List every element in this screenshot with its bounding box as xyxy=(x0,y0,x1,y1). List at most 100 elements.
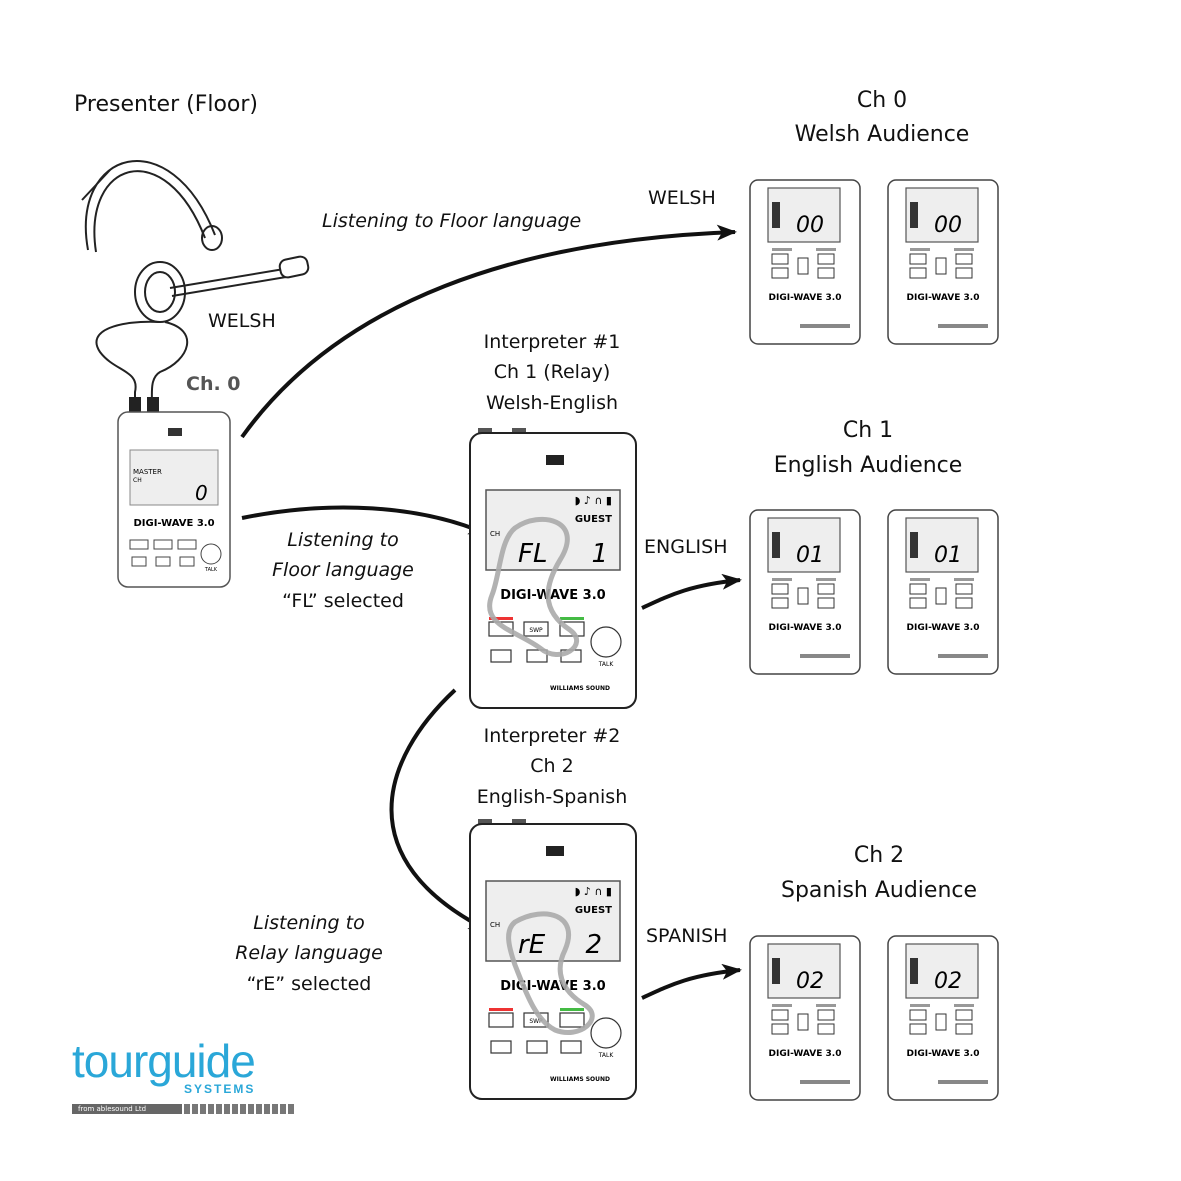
receiver-divider xyxy=(910,248,930,251)
receiver-down-button[interactable] xyxy=(771,597,789,609)
receiver-maker-mark xyxy=(938,1080,988,1084)
receiver-vol-down-button[interactable] xyxy=(817,597,835,609)
battery-icon xyxy=(772,202,780,228)
receiver-vol-down-button[interactable] xyxy=(817,1023,835,1035)
int2-talk-button[interactable] xyxy=(590,1017,622,1049)
receiver-brand: DIGI-WAVE 3.0 xyxy=(907,1049,980,1059)
receiver-divider xyxy=(772,248,792,251)
receiver-up-button[interactable] xyxy=(771,1009,789,1021)
receiver-power-button[interactable] xyxy=(797,587,809,605)
receiver-vol-up-button[interactable] xyxy=(817,253,835,265)
receiver-vol-up-button[interactable] xyxy=(955,1009,973,1021)
receiver-vol-up-button[interactable] xyxy=(817,1009,835,1021)
receiver-maker-mark xyxy=(800,324,850,328)
int1-minus-button[interactable] xyxy=(526,649,548,663)
receiver-vol-down-button[interactable] xyxy=(817,267,835,279)
int2-minus-button[interactable] xyxy=(526,1040,548,1054)
receiver-down-button[interactable] xyxy=(909,597,927,609)
audience0-ch: Ch 0 xyxy=(856,88,908,113)
master-minus-button[interactable] xyxy=(155,556,171,567)
receiver-channel-display: 02 xyxy=(934,969,962,994)
receiver-divider xyxy=(772,1004,792,1007)
tourguide-logo: tourguide SYSTEMS from ablesound Ltd xyxy=(72,1036,312,1116)
receiver-divider xyxy=(772,578,792,581)
int2-up-button[interactable] xyxy=(559,1012,585,1028)
master-mode-label: MASTER xyxy=(133,468,162,476)
receiver-brand: DIGI-WAVE 3.0 xyxy=(769,623,842,633)
audience0-name: Welsh Audience xyxy=(794,122,970,147)
receiver-vol-down-button[interactable] xyxy=(955,597,973,609)
flow-int2-line3: “rE” selected xyxy=(246,973,372,995)
master-talk-label: TALK xyxy=(204,567,218,573)
int1-title-line3: Welsh-English xyxy=(485,392,619,414)
int2-plus-button[interactable] xyxy=(560,1040,582,1054)
logo-tagline: from ablesound Ltd xyxy=(72,1104,182,1114)
audience1-language: ENGLISH xyxy=(644,536,728,558)
receiver-vol-down-button[interactable] xyxy=(955,1023,973,1035)
logo-stripes xyxy=(184,1104,294,1114)
master-talk-button[interactable] xyxy=(200,543,222,565)
master-swap-button[interactable] xyxy=(153,539,173,550)
battery-icon xyxy=(910,202,918,228)
receiver-divider xyxy=(954,578,974,581)
receiver-up-button[interactable] xyxy=(771,253,789,265)
int1-power-button[interactable] xyxy=(490,649,512,663)
receiver-down-button[interactable] xyxy=(771,267,789,279)
receiver-maker-mark xyxy=(938,654,988,658)
receiver-channel-display: 02 xyxy=(796,969,824,994)
master-up-button[interactable] xyxy=(177,539,197,550)
int2-title-line3: English-Spanish xyxy=(476,786,628,808)
receiver-power-button[interactable] xyxy=(797,257,809,275)
receiver-vol-up-button[interactable] xyxy=(955,253,973,265)
receiver-down-button[interactable] xyxy=(909,267,927,279)
receiver-power-button[interactable] xyxy=(935,587,947,605)
int2-title-line1: Interpreter #2 xyxy=(483,725,621,747)
receiver-down-button[interactable] xyxy=(909,1023,927,1035)
receiver-divider xyxy=(910,1004,930,1007)
int2-screen-right: 2 xyxy=(585,930,602,960)
presenter-language: WELSH xyxy=(208,310,276,332)
int2-highlight-loop xyxy=(506,911,595,1035)
arrow-interpreter1-to-english xyxy=(641,573,742,610)
receiver-vol-up-button[interactable] xyxy=(955,583,973,595)
battery-icon xyxy=(910,532,918,558)
int1-screen-right: 1 xyxy=(591,539,608,569)
arrow-floor-to-welsh xyxy=(240,224,737,439)
int1-talk-button[interactable] xyxy=(590,626,622,658)
receiver-power-button[interactable] xyxy=(797,1013,809,1031)
master-power-button[interactable] xyxy=(131,556,147,567)
int1-swap-button[interactable] xyxy=(523,621,549,637)
audience1-name: English Audience xyxy=(773,453,963,478)
receiver-vol-down-button[interactable] xyxy=(955,267,973,279)
flow-floor-to-welsh: Listening to Floor language xyxy=(322,210,582,232)
arrow-interpreter2-to-spanish xyxy=(641,963,742,1000)
receiver-up-button[interactable] xyxy=(909,1009,927,1021)
int1-title-line1: Interpreter #1 xyxy=(483,331,621,353)
int2-down-button[interactable] xyxy=(488,1012,514,1028)
int1-highlight-loop xyxy=(487,516,579,657)
receiver-vol-up-button[interactable] xyxy=(817,583,835,595)
audience0-language: WELSH xyxy=(648,187,716,209)
master-plus-button[interactable] xyxy=(179,556,195,567)
receiver-power-button[interactable] xyxy=(935,1013,947,1031)
receiver-up-button[interactable] xyxy=(909,583,927,595)
int1-talk-label: TALK xyxy=(598,661,615,668)
master-down-button[interactable] xyxy=(129,539,149,550)
int1-guest-label: GUEST xyxy=(575,514,612,525)
int1-status-icons: ◗ ♪ ∩ ▮ xyxy=(575,494,612,507)
receiver-up-button[interactable] xyxy=(909,253,927,265)
receiver-down-button[interactable] xyxy=(771,1023,789,1035)
receiver-up-button[interactable] xyxy=(771,583,789,595)
receiver-brand: DIGI-WAVE 3.0 xyxy=(907,623,980,633)
int2-power-button[interactable] xyxy=(490,1040,512,1054)
int1-ch-label: CH xyxy=(490,530,500,538)
arrow-floor-to-interpreter1 xyxy=(241,505,489,536)
int1-maker: WILLIAMS SOUND xyxy=(550,685,610,692)
presenter-title: Presenter (Floor) xyxy=(74,92,259,117)
int2-title-line2: Ch 2 xyxy=(530,755,574,777)
receiver-power-button[interactable] xyxy=(935,257,947,275)
